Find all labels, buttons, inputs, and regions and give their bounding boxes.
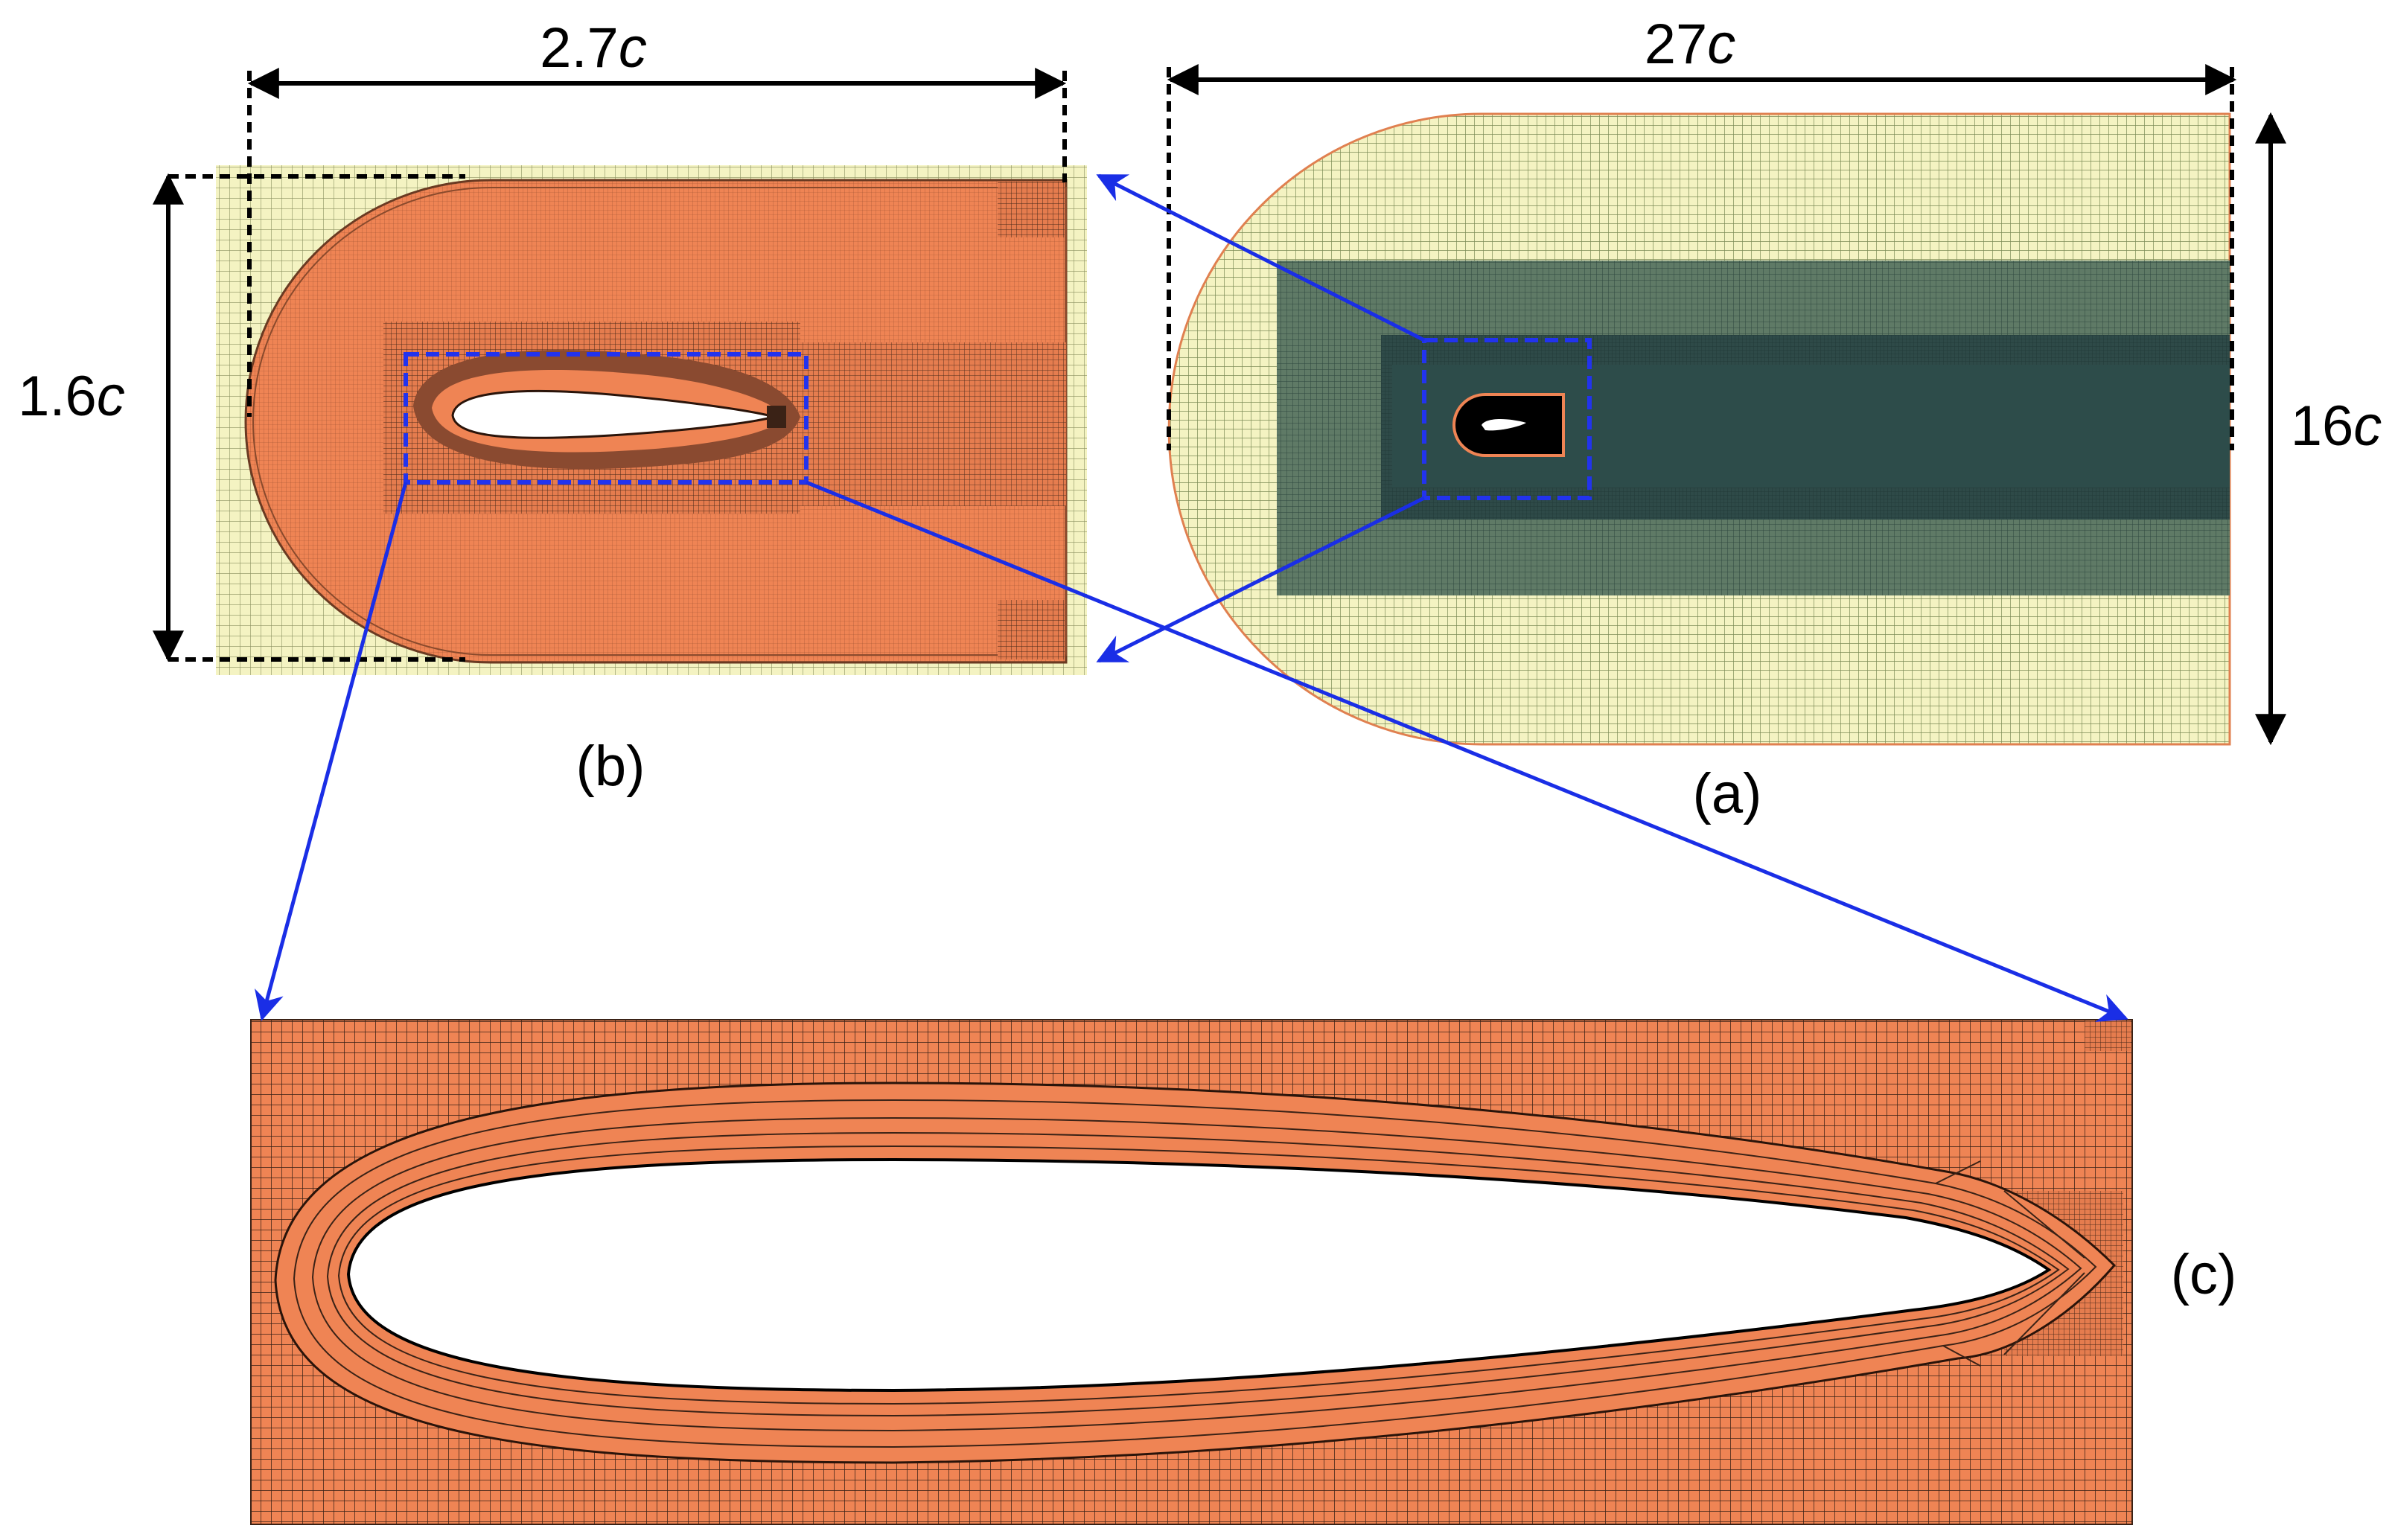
panel-c-airfoil [346, 1157, 2052, 1393]
zoom-arrow-b-to-c-right [806, 480, 2128, 1022]
panel-c-corner-block [2085, 1021, 2131, 1051]
panel-b-corner-block-bottom [998, 600, 1065, 659]
panel-b-refined-mesh-inner-ring [252, 187, 1067, 656]
panel-a: 27c 16c (a) [1167, 13, 2382, 825]
panel-b: 2.7c 1.6c (b) [18, 16, 1087, 798]
panel-b-width-label: 2.7c [540, 16, 647, 80]
panel-b-corner-block-top [998, 182, 1065, 237]
panel-c-label: (c) [2171, 1243, 2237, 1306]
zoom-arrows [255, 173, 2128, 1022]
panel-a-airfoil [1482, 418, 1526, 431]
zoom-arrow-a-to-b-top [1096, 173, 1426, 342]
panel-b-wake-block [800, 342, 1066, 506]
panel-a-width-label: 27c [1645, 13, 1736, 76]
panel-b-trailing-block [767, 406, 786, 428]
panel-b-label: (b) [576, 735, 645, 798]
panel-c: (c) [250, 1019, 2237, 1525]
panel-c-wall-layers [293, 1099, 2097, 1448]
panel-a-zoom-box [1422, 338, 1592, 500]
zoom-arrow-a-to-b-bottom [1096, 496, 1426, 663]
zoom-arrow-b-to-c-left [255, 482, 408, 1021]
panel-a-height-label: 16c [2291, 394, 2382, 458]
panel-a-label: (a) [1693, 762, 1762, 825]
panel-b-height-label: 1.6c [18, 365, 125, 428]
panel-b-zoom-box [404, 352, 809, 485]
